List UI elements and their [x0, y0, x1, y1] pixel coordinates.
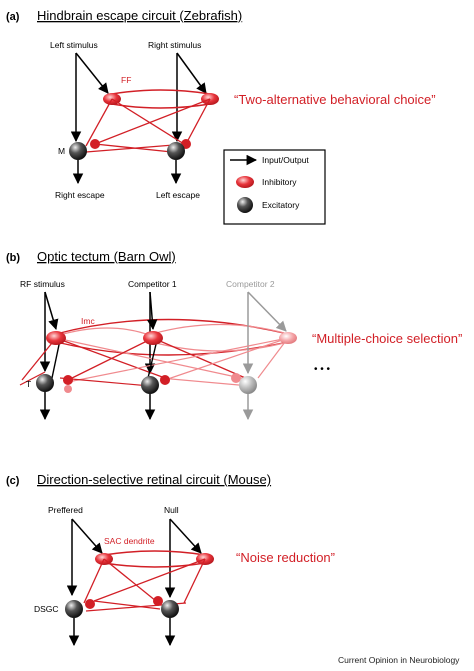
- panel-c: (c) Direction-selective retinal circuit …: [6, 472, 335, 647]
- m-right-cell: [167, 142, 185, 160]
- panel-b-feedback: [51, 339, 158, 379]
- t-cell-3: [239, 376, 257, 394]
- preferred-label: Preffered: [48, 505, 83, 515]
- right-stimulus-label: Right stimulus: [148, 40, 201, 50]
- ff-label: FF: [121, 75, 131, 85]
- panel-b-quote: “Multiple-choice selection”: [312, 331, 462, 346]
- panel-b-input-arrows: [39, 291, 287, 375]
- legend-input-output: Input/Output: [262, 155, 309, 165]
- panel-a-title: Hindbrain escape circuit (Zebrafish): [37, 8, 242, 23]
- ff-inhibitory-bar: [103, 89, 219, 109]
- m-left-synapse: [90, 139, 100, 149]
- journal-credit: Current Opinion in Neurobiology: [338, 655, 460, 665]
- left-escape-label: Left escape: [156, 190, 200, 200]
- right-escape-label: Right escape: [55, 190, 105, 200]
- t-synapse-2: [160, 375, 170, 385]
- panel-a-inhibitory-lines: [85, 98, 211, 153]
- imc-node-2: [143, 331, 163, 345]
- legend-inhibitory-icon: [236, 176, 254, 188]
- t-synapse-1b: [64, 385, 72, 393]
- t-cell-1: [36, 374, 54, 392]
- dsgc-right-synapse: [153, 596, 163, 606]
- panel-a-letter: (a): [6, 11, 20, 23]
- imc-label: Imc: [81, 316, 95, 326]
- m-label: M: [58, 146, 65, 156]
- t-synapse-3: [231, 373, 241, 383]
- sac-dendrite-label: SAC dendrite: [104, 536, 155, 546]
- dsgc-label: DSGC: [34, 604, 59, 614]
- t-cell-2: [141, 376, 159, 394]
- competitor-1-label: Competitor 1: [128, 279, 177, 289]
- imc-node-1: [46, 331, 66, 345]
- legend: Input/Output Inhibitory Excitatory: [223, 149, 326, 225]
- panel-c-letter: (c): [6, 475, 20, 487]
- panel-c-title: Direction-selective retinal circuit (Mou…: [37, 472, 271, 487]
- dsgc-right-cell: [161, 600, 179, 618]
- legend-excitatory: Excitatory: [262, 200, 300, 210]
- legend-excitatory-icon: [237, 197, 253, 213]
- panel-b-ellipsis: • • •: [314, 364, 331, 375]
- imc-node-3: [279, 332, 297, 344]
- legend-inhibitory: Inhibitory: [262, 177, 297, 187]
- panel-b-title: Optic tectum (Barn Owl): [37, 249, 176, 264]
- panel-c-quote: “Noise reduction”: [236, 550, 335, 565]
- dsgc-left-synapse: [85, 599, 95, 609]
- left-stimulus-label: Left stimulus: [50, 40, 98, 50]
- t-label: T: [26, 379, 31, 389]
- panel-c-input-arrows: [66, 518, 202, 599]
- competitor-2-label: Competitor 2: [226, 279, 275, 289]
- t-synapse-1: [63, 375, 73, 385]
- panel-a-input-arrows: [70, 52, 207, 143]
- sac-dendrite-bar: [95, 550, 214, 568]
- m-left-cell: [69, 142, 87, 160]
- panel-a-quote: “Two-alternative behavioral choice”: [234, 92, 436, 107]
- panel-b-letter: (b): [6, 252, 20, 264]
- rf-stimulus-label: RF stimulus: [20, 279, 65, 289]
- panel-b: (b) Optic tectum (Barn Owl) RF stimulus …: [6, 249, 462, 421]
- panel-b-inhibitory-lines: [19, 337, 289, 387]
- null-label: Null: [164, 505, 179, 515]
- panel-a: (a) Hindbrain escape circuit (Zebrafish)…: [6, 8, 436, 200]
- dsgc-left-cell: [65, 600, 83, 618]
